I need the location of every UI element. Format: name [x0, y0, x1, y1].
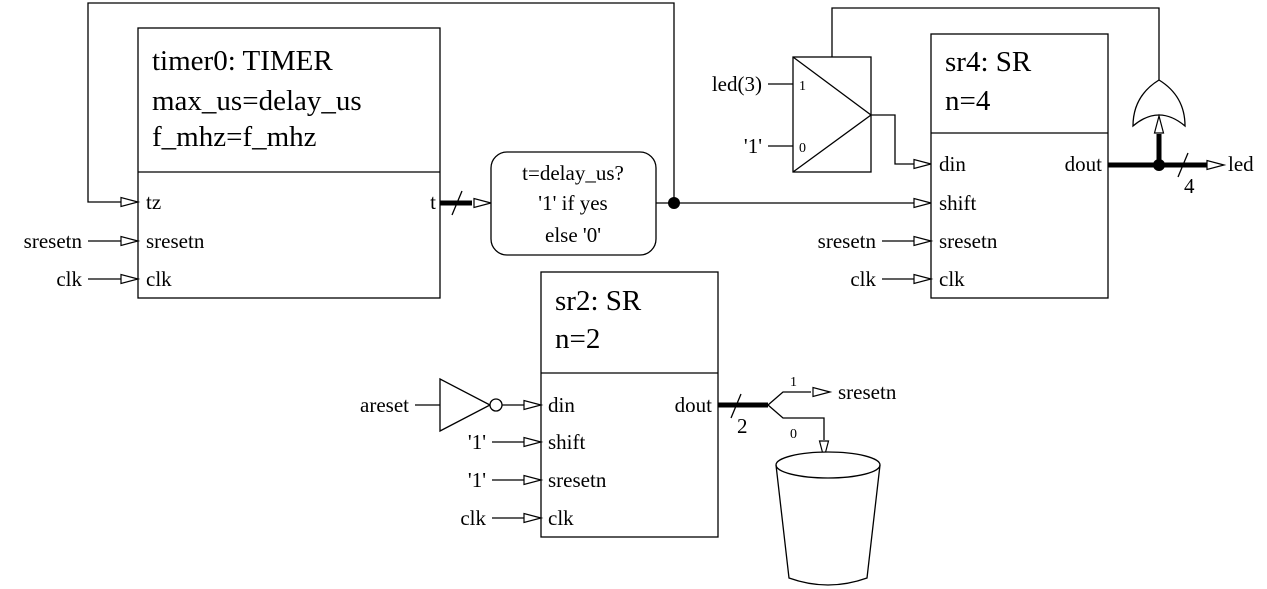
timer-title: timer0: TIMER	[152, 45, 333, 77]
sr2-input-areset-label: areset	[360, 393, 409, 417]
sr4-port-dout: dout	[1065, 152, 1103, 176]
sr2-input-sresetn-label: '1'	[468, 468, 486, 492]
trash-can-icon	[775, 451, 881, 586]
sr2-port-shift: shift	[548, 430, 586, 454]
wire-or-to-mux	[831, 7, 1160, 80]
timer-port-tz: tz	[146, 190, 161, 214]
wire-split-bit1	[767, 391, 811, 406]
arrow-timer-sresetn	[120, 235, 139, 247]
wire-mux-out	[871, 114, 929, 165]
timer-param-f-mhz: f_mhz=f_mhz	[152, 121, 317, 153]
or-gate	[1132, 79, 1186, 128]
sr4-port-sresetn: sresetn	[939, 229, 998, 253]
mux-sel-1: 1	[799, 79, 806, 94]
timer-param-max-us: max_us=delay_us	[152, 85, 362, 117]
sr2-title: sr2: SR	[555, 285, 642, 317]
junction-shift	[668, 197, 680, 209]
timer-input-sresetn-label: sresetn	[24, 229, 83, 253]
inverter-bubble	[489, 398, 503, 412]
sr4-param-n: n=4	[945, 85, 991, 117]
junction-dout	[1153, 159, 1165, 171]
arrow-sr2-shift	[523, 436, 542, 448]
arrow-split-bit1	[812, 386, 831, 398]
mux-input-one-label: '1'	[744, 134, 762, 158]
sr4-output-led: led	[1228, 152, 1254, 176]
sr2-port-sresetn: sresetn	[548, 468, 607, 492]
sr2-block: sr2: SR n=2 din shift sresetn clk dout	[540, 271, 719, 538]
sr4-port-clk: clk	[939, 267, 965, 291]
sr4-block: sr4: SR n=4 din shift sresetn clk dout	[930, 33, 1109, 299]
sr4-input-sresetn-label: sresetn	[818, 229, 877, 253]
arrow-sr2-din	[523, 399, 542, 411]
wire-split-bit0	[767, 404, 825, 440]
split-target-sresetn: sresetn	[838, 380, 897, 404]
sr2-input-clk-label: clk	[460, 506, 486, 530]
compare-block: t=delay_us? '1' if yes else '0'	[490, 151, 657, 256]
arrow-or-in	[1153, 115, 1165, 134]
compare-line-2: '1' if yes	[538, 191, 607, 215]
arrow-sr2-clk	[523, 512, 542, 524]
sr2-port-dout: dout	[675, 393, 713, 417]
sr4-port-shift: shift	[939, 191, 977, 215]
compare-line-1: t=delay_us?	[522, 161, 624, 185]
sr4-box	[930, 33, 1109, 299]
arrow-timer-tz	[120, 196, 139, 208]
bus-sr2-slash	[730, 393, 742, 419]
sr2-bus-width: 2	[737, 414, 748, 438]
wire-feedback-tz	[87, 2, 675, 203]
arrow-sr4-clk	[913, 273, 932, 285]
sr4-bus-width: 4	[1184, 174, 1195, 198]
arrow-led-out	[1206, 159, 1225, 171]
split-label-1: 1	[790, 375, 797, 390]
timer-block: timer0: TIMER max_us=delay_us f_mhz=f_mh…	[137, 27, 441, 299]
arrow-compare-in	[473, 197, 492, 209]
inverter-gate	[439, 377, 492, 433]
compare-line-3: else '0'	[545, 223, 601, 247]
sr2-param-n: n=2	[555, 323, 600, 355]
arrow-sr4-shift	[913, 197, 932, 209]
timer-box	[137, 27, 441, 299]
timer-port-clk: clk	[146, 267, 172, 291]
arrow-timer-clk	[120, 273, 139, 285]
sr4-port-din: din	[939, 152, 966, 176]
mux-box	[792, 56, 872, 173]
mux-block: 1 0	[792, 56, 873, 173]
arrow-sr4-din	[913, 158, 932, 170]
timer-port-sresetn: sresetn	[146, 229, 205, 253]
sr2-input-shift-label: '1'	[468, 430, 486, 454]
timer-input-clk-label: clk	[56, 267, 82, 291]
sr2-port-din: din	[548, 393, 575, 417]
sr4-input-clk-label: clk	[850, 267, 876, 291]
sr4-title: sr4: SR	[945, 46, 1032, 78]
mux-sel-0: 0	[799, 141, 806, 156]
split-label-0: 0	[790, 427, 797, 442]
arrow-sr2-sresetn	[523, 474, 542, 486]
bus-t-slash	[451, 190, 463, 216]
bus-sr4-slash	[1177, 152, 1189, 178]
mux-input-led3-label: led(3)	[712, 72, 762, 96]
timer-port-t: t	[430, 190, 436, 214]
sr2-port-clk: clk	[548, 506, 574, 530]
arrow-sr4-sresetn	[913, 235, 932, 247]
